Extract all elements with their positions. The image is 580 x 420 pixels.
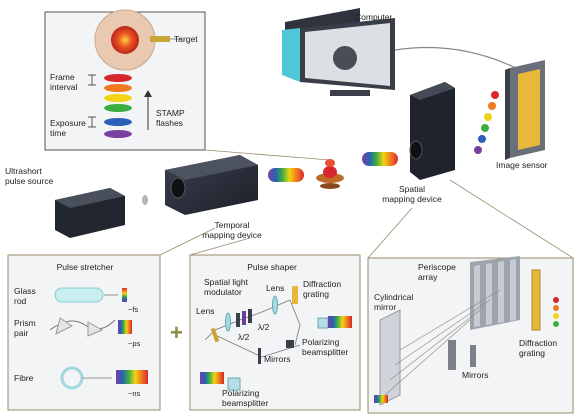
lens-top-label: Lens xyxy=(266,283,284,293)
slm-label-2: modulator xyxy=(204,287,242,297)
pulse-train-2 xyxy=(362,152,398,166)
stamp-flashes-label-1: STAMP xyxy=(156,108,185,118)
pulse-shaper-panel xyxy=(189,237,361,411)
flash-red xyxy=(104,74,132,82)
prism-pair-label-1: Prism xyxy=(14,318,36,328)
diffraction-grating-right-label-2: grating xyxy=(519,348,545,358)
pulse-stretcher-title: Pulse stretcher xyxy=(57,262,114,272)
computer xyxy=(282,8,395,96)
periscope-array-label-1: Periscope xyxy=(418,262,456,272)
flash-stack xyxy=(104,74,132,138)
mirrors-mid-label: Mirrors xyxy=(264,354,290,364)
polarizing-bs-right-label-1: Polarizing xyxy=(302,337,340,347)
cylindrical-mirror-label-2: mirror xyxy=(374,302,396,312)
plus-sign: + xyxy=(170,320,183,345)
pulse-shaper-title: Pulse shaper xyxy=(247,262,297,272)
flash-blue xyxy=(104,118,132,126)
slm-label-1: Spatial light xyxy=(204,277,249,287)
fibre-label: Fibre xyxy=(14,373,34,383)
polarizing-bs-right-label-2: beamsplitter xyxy=(302,347,348,357)
frame-interval-label-1: Frame xyxy=(50,72,75,82)
flash-purple xyxy=(104,130,132,138)
glass-rod-label-2: rod xyxy=(14,296,27,306)
polarizing-bs-bottom-label-2: beamsplitter xyxy=(222,398,268,408)
flash-orange xyxy=(104,84,132,92)
lens-left-label: Lens xyxy=(196,306,214,316)
fs-label: ~fs xyxy=(128,305,138,314)
temporal-mapping-label-1: Temporal xyxy=(215,220,250,230)
image-sensor-label: Image sensor xyxy=(496,160,548,170)
ns-label: ~ns xyxy=(128,389,141,398)
spatial-mapping-label-2: mapping device xyxy=(382,194,442,204)
flash-green xyxy=(104,104,132,112)
periscope-array-label-2: array xyxy=(418,272,438,282)
exposure-time-label-1: Exposure xyxy=(50,118,86,128)
periscope-array xyxy=(470,256,520,330)
spatial-mapping-panel xyxy=(367,179,574,414)
half-wave-2-label: λ/2 xyxy=(258,322,270,332)
exposure-time-label-2: time xyxy=(50,128,66,138)
diffraction-grating-mid-label-1: Diffraction xyxy=(303,279,341,289)
mirrors-right-label: Mirrors xyxy=(462,370,488,380)
computer-label: Computer xyxy=(355,12,392,22)
prism-pair-label-2: pair xyxy=(14,328,28,338)
polarizing-bs-bottom-label-1: Polarizing xyxy=(222,388,260,398)
pulse-train-1 xyxy=(268,168,304,182)
frame-interval-label-2: interval xyxy=(50,82,78,92)
stamp-flashes-inset xyxy=(44,9,206,151)
output-spots xyxy=(474,91,499,154)
spatial-mapping-label-1: Spatial xyxy=(399,184,425,194)
ultrashort-label-1: Ultrashort xyxy=(5,166,42,176)
target-object xyxy=(316,159,344,189)
flash-yellow xyxy=(104,94,132,102)
stamp-flashes-label-2: flashes xyxy=(156,118,183,128)
glass-rod-label-1: Glass xyxy=(14,286,36,296)
temporal-mapping-device xyxy=(165,155,258,215)
spatial-mapping-device xyxy=(409,82,455,180)
ultrashort-label-2: pulse source xyxy=(5,176,53,186)
diffraction-grating-right-label-1: Diffraction xyxy=(519,338,557,348)
ps-label: ~ps xyxy=(128,339,141,348)
pulse-stretcher-panel xyxy=(7,227,216,411)
cylindrical-mirror-label-1: Cylindrical xyxy=(374,292,413,302)
temporal-mapping-label-2: mapping device xyxy=(202,230,262,240)
half-wave-1-label: λ/2 xyxy=(238,332,250,342)
diffraction-grating-mid-label-2: grating xyxy=(303,289,329,299)
image-sensor xyxy=(505,60,545,160)
target-label: Target xyxy=(174,34,198,44)
ultrashort-pulse-source xyxy=(55,188,125,238)
